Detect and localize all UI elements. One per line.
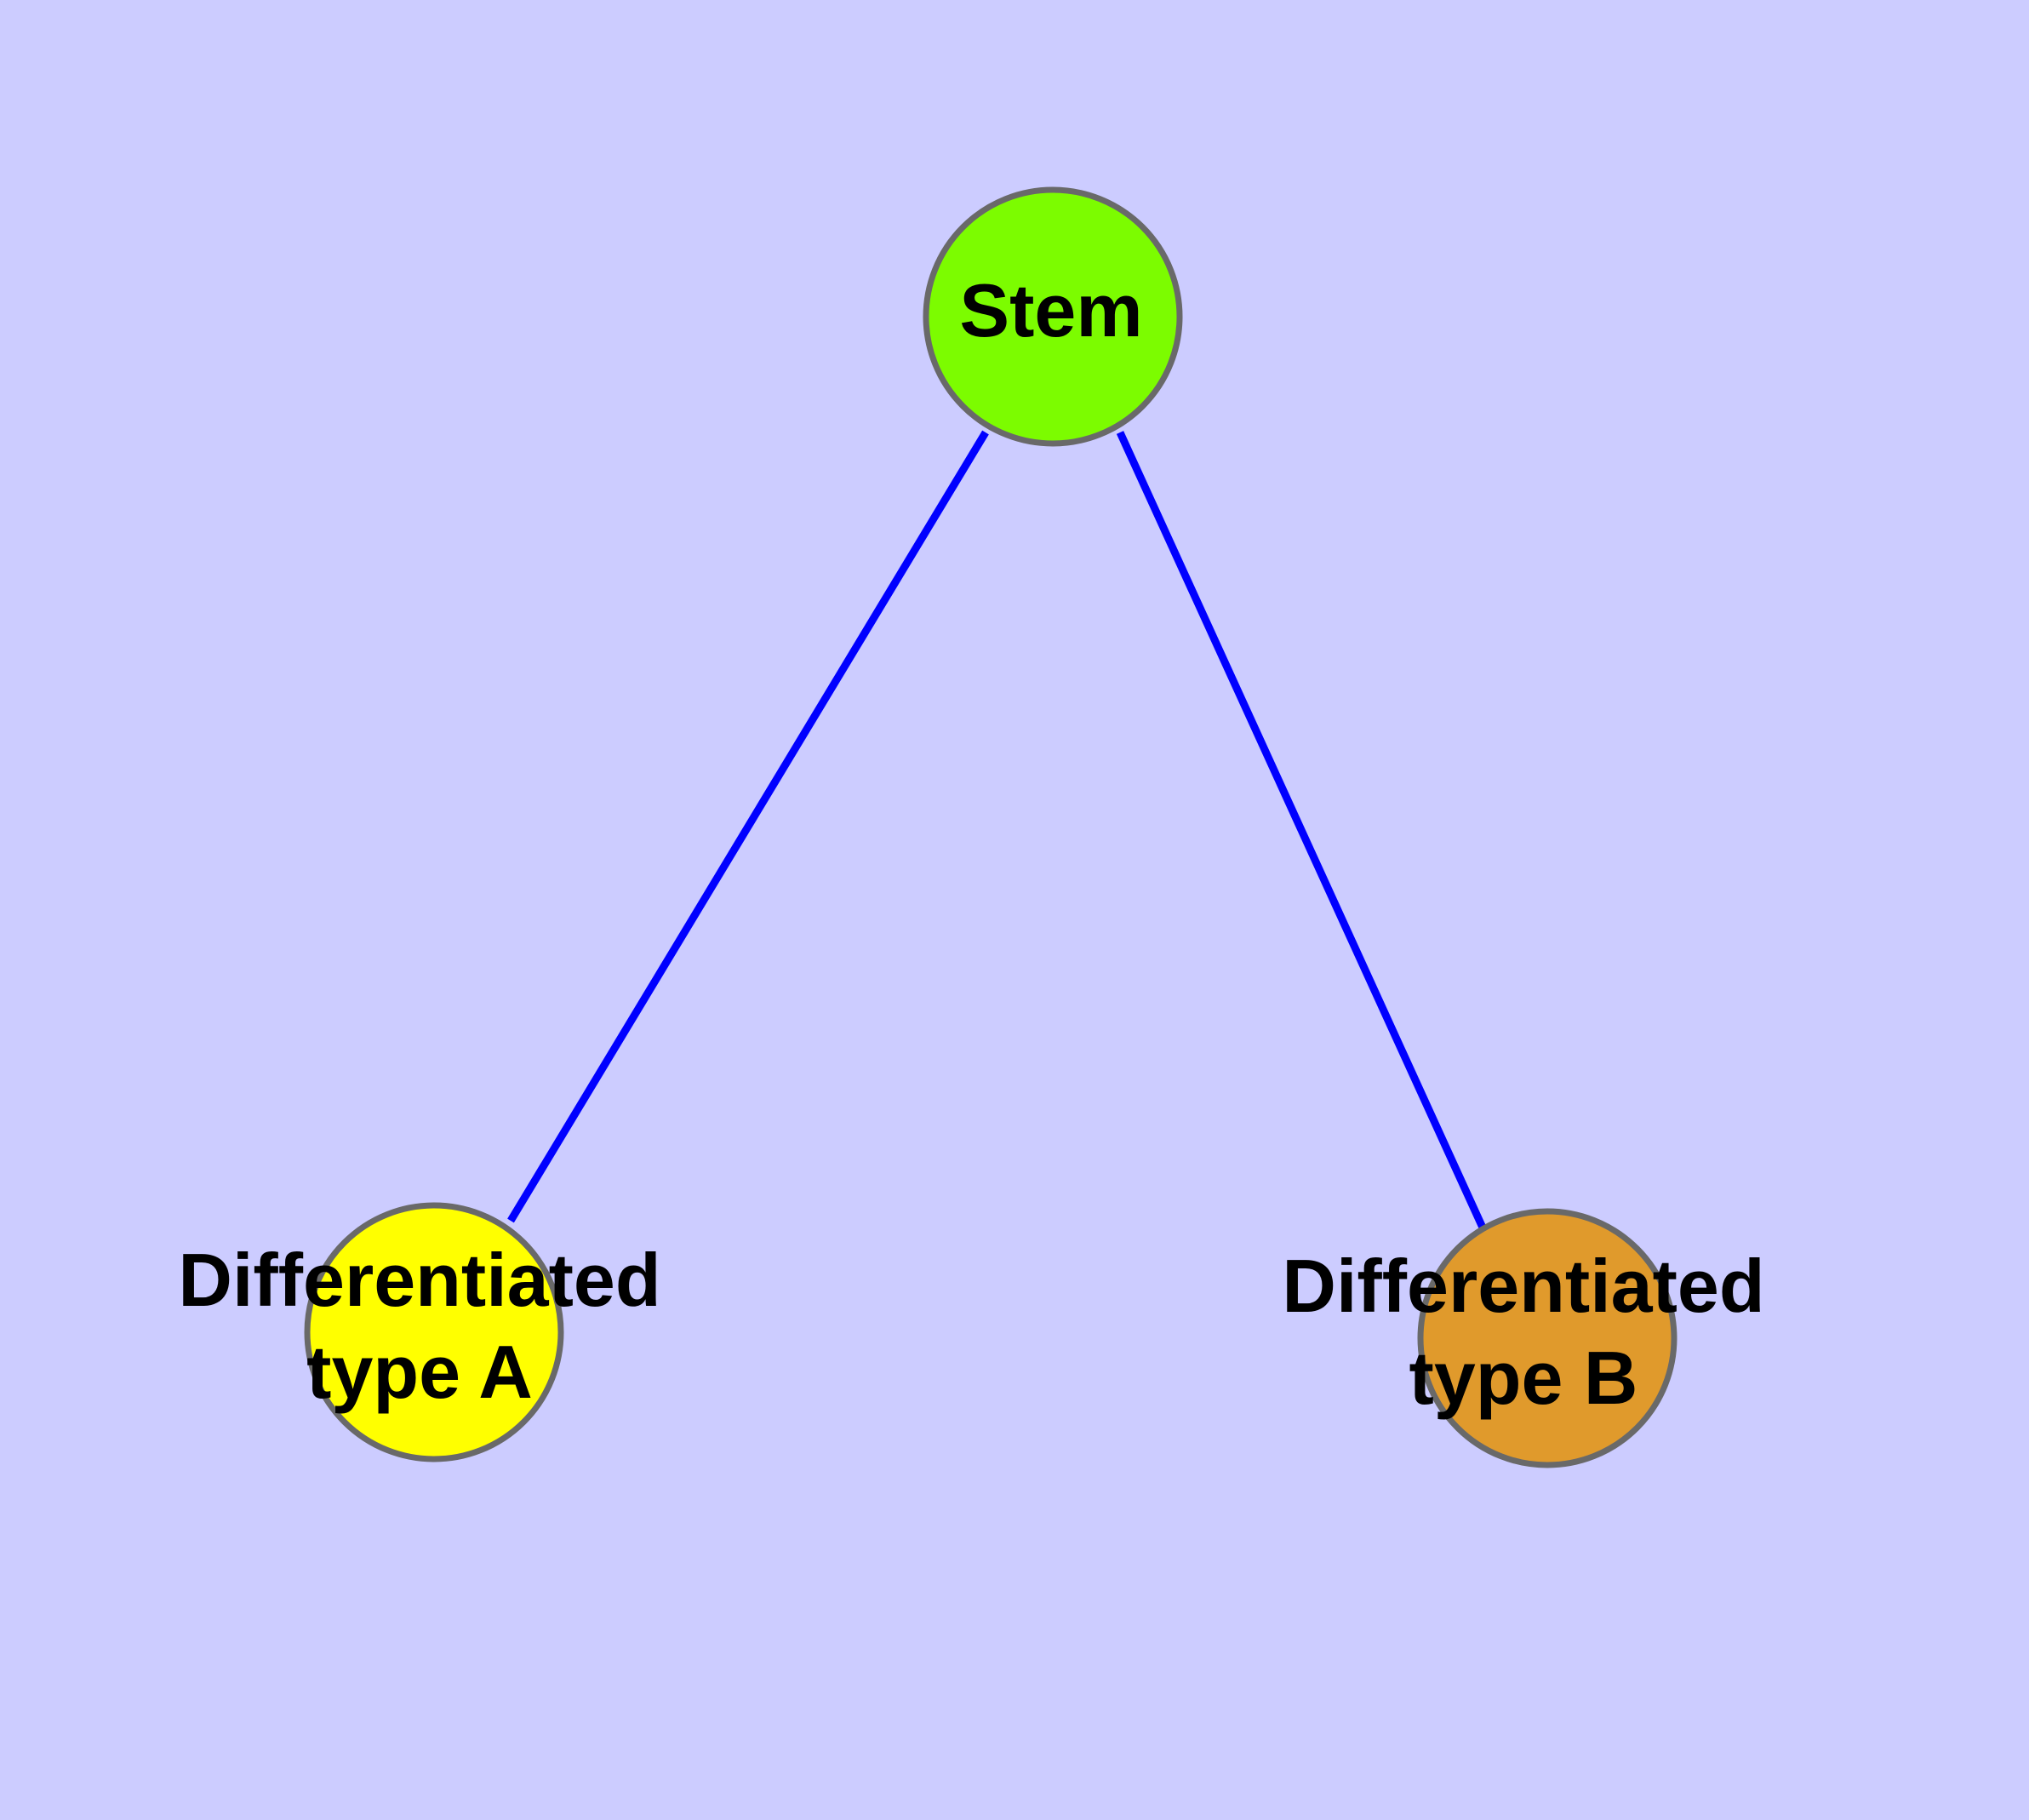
graph-edge-stem-to-type-a[interactable] <box>507 430 989 1223</box>
edges-group <box>507 430 1487 1229</box>
graph-node-differentiated-type-a[interactable] <box>304 1202 564 1462</box>
node-label-line: Differentiated <box>178 1238 660 1322</box>
graph-edge-stem-to-type-b[interactable] <box>1116 431 1487 1229</box>
node-label-line: type A <box>306 1330 533 1414</box>
node-label-line: Differentiated <box>1282 1244 1764 1328</box>
node-label-line: Stem <box>959 268 1142 352</box>
graph-node-differentiated-type-b[interactable] <box>1417 1208 1677 1468</box>
graph-node-stem[interactable] <box>923 186 1183 447</box>
nodes-group <box>304 186 1677 1468</box>
node-label-line: type B <box>1409 1336 1638 1420</box>
node-label-stem: Stem <box>959 268 1142 352</box>
